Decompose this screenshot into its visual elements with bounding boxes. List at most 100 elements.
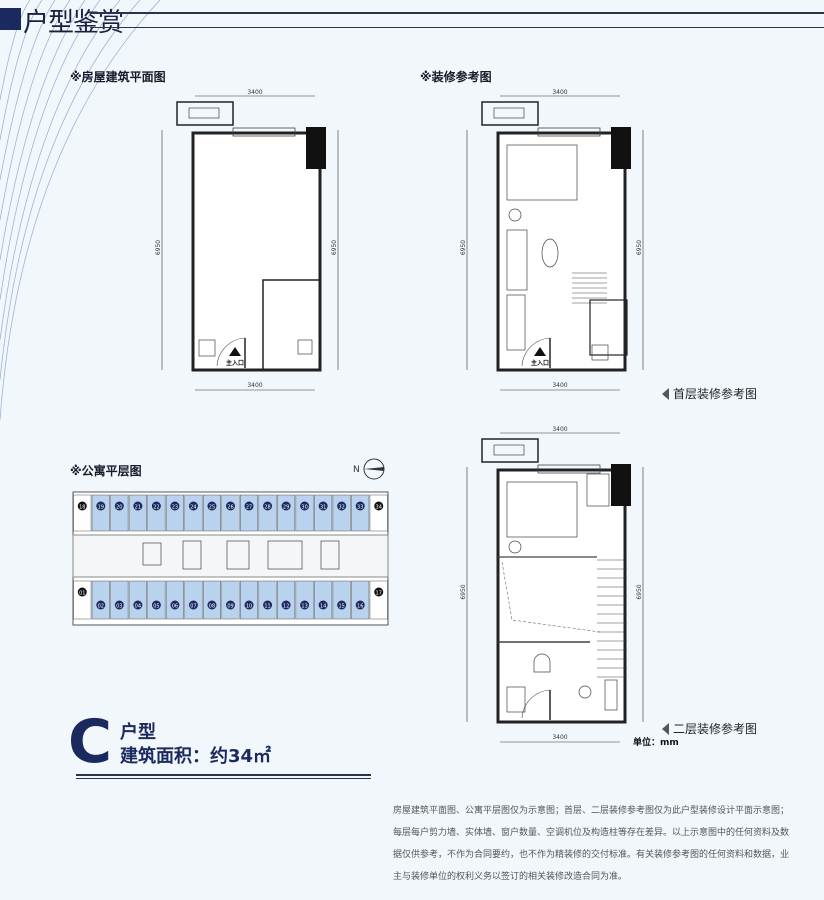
- unit-number-badge: [263, 600, 273, 610]
- unit-number-badge: [133, 600, 143, 610]
- structural-column: [611, 464, 631, 506]
- ac-unit: [188, 107, 220, 119]
- apartment-unit: [147, 580, 166, 620]
- unit-number-badge: [263, 501, 273, 511]
- unit-number-badge: [244, 600, 254, 610]
- unit-number-badge: [188, 501, 198, 511]
- apartment-unit: [314, 580, 333, 620]
- unit-number: 11: [264, 604, 270, 610]
- apartment-unit: [332, 580, 351, 620]
- entrance-label: 主入口: [531, 359, 549, 367]
- first-floor-caption: 首层装修参考图: [662, 385, 757, 402]
- apartment-unit: [73, 494, 92, 532]
- unit-number-badge: [355, 600, 365, 610]
- unit-number: 30: [301, 505, 307, 511]
- apartment-unit: [128, 580, 147, 620]
- sofa: [506, 229, 528, 291]
- apartment-unit: [221, 494, 240, 532]
- apartment-unit: [147, 494, 166, 532]
- structural-column: [611, 127, 631, 169]
- unit-number: 09: [227, 604, 233, 610]
- entrance-arrow-icon: [229, 347, 241, 356]
- disclaimer-line: 主与装修单位的权利义务以签订的相关装修改造合同为准。: [393, 872, 628, 882]
- chair: [533, 653, 551, 673]
- decoration-plan-title: ※装修参考图: [420, 70, 492, 84]
- width-dimension-label: 3400: [552, 382, 567, 389]
- unit-number: 07: [190, 604, 196, 610]
- width-dimension-label: 3400: [247, 89, 262, 96]
- unit-number-badge: [226, 600, 235, 610]
- apartment-unit: [165, 494, 184, 532]
- unit-number: 31: [320, 505, 326, 511]
- width-dimension-label: 3400: [552, 734, 567, 741]
- sink: [198, 339, 216, 357]
- apartment-unit: [258, 494, 277, 532]
- width-dimension-label: 3400: [247, 382, 262, 389]
- apartment-unit: [165, 580, 184, 620]
- unit-number-badge: [318, 600, 328, 610]
- depth-dimension-label: 6950: [460, 584, 467, 599]
- unit-number-badge: [170, 501, 180, 511]
- wardrobe: [586, 473, 610, 507]
- divider: [76, 778, 371, 779]
- door-swing: [521, 337, 551, 367]
- unit-number: 19: [98, 505, 104, 511]
- unit-number-badge: [207, 600, 217, 610]
- triangle-icon: [662, 722, 669, 735]
- apartment-unit: [221, 580, 240, 620]
- unit-number-badge: [244, 501, 254, 511]
- unit-note: 单位：mm: [633, 738, 679, 748]
- unit-number: 13: [301, 604, 307, 610]
- unit-number-badge: [300, 501, 310, 511]
- apartment-unit: [110, 494, 129, 532]
- depth-dimension-label: 6950: [460, 240, 467, 255]
- unit-number-badge: [114, 600, 124, 610]
- apartment-unit: [202, 580, 221, 620]
- unit-number: 05: [153, 604, 159, 610]
- unit-number: 27: [246, 505, 252, 511]
- disclaimer-line: 据仅供参考，不作为合同要约，也不作为精装修的交付标准。有关装修参考图的任何资料和…: [393, 850, 790, 860]
- entrance-arrow-icon: [534, 347, 546, 356]
- apartment-unit: [258, 580, 277, 620]
- bed: [506, 144, 578, 201]
- unit-number: 28: [264, 505, 270, 511]
- depth-dimension-label: 6950: [331, 240, 338, 255]
- header-rule: [90, 27, 824, 28]
- depth-dimension-label: 6950: [155, 240, 162, 255]
- unit-number: 22: [153, 505, 159, 511]
- width-dimension-label: 3400: [552, 426, 567, 433]
- depth-dimension-label: 6950: [636, 240, 643, 255]
- apartment-unit: [110, 580, 129, 620]
- bathroom-wall: [262, 279, 321, 371]
- unit-number-badge: [374, 501, 384, 511]
- unit-number: 14: [320, 604, 326, 610]
- unit-number-badge: [96, 600, 106, 610]
- unit-number-badge: [151, 600, 161, 610]
- exterior-wall: [496, 131, 627, 372]
- unit-number: 21: [135, 505, 141, 511]
- apartment-unit: [202, 494, 221, 532]
- compass-north-label: N: [353, 465, 360, 475]
- unit-number-badge: [318, 501, 328, 511]
- unit-number-badge: [114, 501, 124, 511]
- disclaimer-line: 每层每户剪力墙、实体墙、窗户数量、空调机位及构造柱等存在差异。以上示意图中的任何…: [393, 828, 790, 838]
- unit-number: 08: [209, 604, 215, 610]
- unit-number: 12: [283, 604, 289, 610]
- compass: N: [353, 458, 385, 480]
- caption-text: 首层装修参考图: [673, 387, 758, 401]
- width-dimension-label: 3400: [552, 89, 567, 96]
- apartment-unit: [240, 494, 259, 532]
- unit-number: 17: [376, 591, 382, 597]
- unit-area: 建筑面积：约34㎡: [120, 746, 272, 767]
- divider: [76, 774, 371, 776]
- unit-number: 33: [357, 505, 363, 511]
- apartment-unit: [184, 580, 203, 620]
- triangle-icon: [662, 387, 669, 400]
- apartment-unit: [277, 494, 296, 532]
- first-floor-decoration-plan: 3400 3400 6950 6950 主入口: [460, 89, 644, 391]
- unit-number: 10: [246, 604, 252, 610]
- unit-number-badge: [226, 501, 235, 511]
- apartment-unit: [128, 494, 147, 532]
